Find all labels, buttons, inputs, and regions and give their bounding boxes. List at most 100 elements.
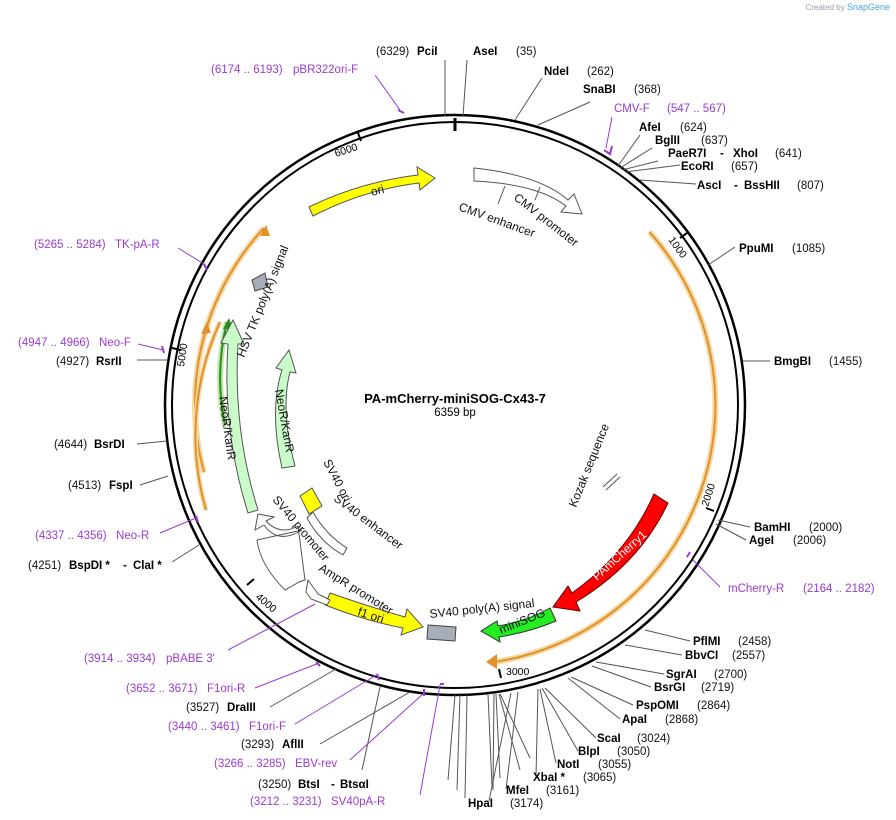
site-connectors: [136, 59, 770, 802]
site-ase-pos: (35): [516, 46, 537, 58]
orf-arc-arrowhead: [486, 654, 497, 669]
primer-f1orif-range: (3440 .. 3461): [168, 721, 240, 733]
site-afe-pos: (624): [680, 122, 707, 134]
site-rsr-pos: (4927): [56, 356, 89, 368]
primer-pbabe-name: pBABE 3': [166, 653, 215, 665]
cmv-connector: [497, 185, 506, 205]
site-sgra-pos: (2700): [714, 669, 747, 681]
site-bspd-pos: (4251): [28, 560, 61, 572]
site-bamh-name: BamHI: [754, 522, 790, 534]
tick-6000: [357, 132, 362, 142]
site-afl-name: AflII: [282, 739, 304, 751]
tick-label-4000: 4000: [253, 591, 279, 615]
primer-pbr322-range: (6174 .. 6193): [211, 64, 283, 76]
site-rsr-name: RsrII: [96, 356, 122, 368]
site-dra-name: DraIII: [227, 702, 256, 714]
site-not-name: NotI: [557, 759, 579, 771]
site-pci-pos: (6329): [376, 46, 409, 58]
neo-orf-arc: [219, 321, 228, 426]
site-btsa-name: BtsαI: [340, 779, 369, 791]
primer-labels: (6174 .. 6193) pBR322ori-F CMV-F (547 ..…: [18, 64, 875, 808]
neo-outer-arrowhead: [201, 322, 211, 334]
site-apa-pos: (2868): [665, 714, 698, 726]
tick-label-3000: 3000: [506, 666, 530, 678]
site-bmgb-name: BmgBI: [774, 356, 811, 368]
kozak-mark-a: [602, 473, 618, 488]
orf-arc-neo-arrowhead: [260, 225, 270, 236]
plasmid-name: PA-mCherry-miniSOG-Cx43-7: [364, 391, 546, 406]
site-bsrg-name: BsrGI: [654, 682, 685, 694]
primer-ebvrev-name: EBV-rev: [295, 758, 337, 770]
plasmid-size: 6359 bp: [434, 407, 476, 419]
site-xho-dash: -: [720, 148, 724, 160]
site-ppum-pos: (1085): [792, 243, 825, 255]
site-dra-pos: (3527): [186, 702, 219, 714]
site-bts-pos: (3250): [258, 779, 291, 791]
cmv-promoter-feature: [473, 167, 583, 215]
primer-sv40par-range: (3212 .. 3231): [250, 796, 322, 808]
primer-pbr322-name: pBR322ori-F: [293, 64, 358, 76]
primer-tkpar-name: TK-pA-R: [115, 239, 160, 251]
primer-f1orir-name: F1ori-R: [207, 683, 245, 695]
tick-4000: [246, 578, 255, 586]
site-sca-pos: (3024): [637, 733, 670, 745]
site-mfe-name: MfeI: [506, 785, 529, 797]
site-hpa-pos: (3174): [510, 798, 543, 810]
restriction-site-labels: (6329) PciI AseI (35) NdeI (262) SnaBI (…: [28, 46, 862, 810]
site-bbvc-pos: (2557): [732, 650, 765, 662]
sv40-polya-feature: [426, 624, 457, 642]
ori-feature: [308, 166, 436, 217]
site-pci-name: PciI: [417, 46, 437, 58]
site-xba-pos: (3065): [583, 772, 616, 784]
pamcherry1-feature: [552, 493, 669, 612]
kozak-label: Kozak sequence: [566, 421, 612, 509]
site-blp-name: BlpI: [578, 746, 600, 758]
ampr-promoter-feature: [305, 578, 331, 606]
site-cla-dash: -: [123, 560, 127, 572]
primer-f1orir-range: (3652 .. 3671): [126, 683, 198, 695]
sv40-enhancer-feature: [306, 511, 348, 556]
credit-created-text: Created by: [805, 3, 845, 12]
site-sca-name: ScaI: [597, 733, 621, 745]
site-bsrg-pos: (2719): [701, 682, 734, 694]
site-ecor-name: EcoRI: [681, 161, 714, 173]
site-fsp-name: FspI: [109, 480, 133, 492]
site-snab-name: SnaBI: [583, 84, 616, 96]
sv40-ori-feature: [299, 487, 323, 515]
hsv-tk-polya-feature: [251, 272, 269, 292]
site-pspom-pos: (2864): [697, 700, 730, 712]
tick-1000: [679, 232, 688, 239]
site-bts-name: BtsI: [298, 779, 320, 791]
site-sgra-name: SgrAI: [666, 669, 697, 681]
primer-neor-name: Neo-R: [116, 530, 149, 542]
primer-neor-range: (4337 .. 4356): [35, 530, 107, 542]
credit-brand: SnapGene: [846, 2, 890, 12]
site-btsa-dash: -: [331, 779, 335, 791]
site-pflm-pos: (2458): [738, 636, 771, 648]
tick-5000: [171, 347, 182, 351]
site-xba-name: XbaI *: [533, 772, 565, 784]
pamcherry1-label: PAmCherry1: [590, 527, 650, 583]
site-blp-pos: (3050): [617, 746, 650, 758]
cmv-connector-2: [534, 186, 541, 201]
site-age-name: AgeI: [749, 535, 774, 547]
primer-cmvf-range: (547 .. 567): [667, 103, 726, 115]
site-bspd-name: BspDI *: [69, 560, 110, 572]
site-ecor-pos: (657): [731, 161, 758, 173]
site-bsshii-dash: -: [734, 180, 738, 192]
site-ppum-name: PpuMI: [739, 243, 774, 255]
neor-inner-feature: [275, 348, 297, 469]
site-xho-name: XhoI: [733, 148, 758, 160]
f1-ori-feature: [324, 592, 424, 636]
site-apa-name: ApaI: [622, 714, 647, 726]
tick-3000: [498, 668, 502, 679]
site-bmgb-pos: (1455): [829, 356, 862, 368]
tick-2000: [705, 507, 715, 512]
site-age-pos: (2006): [793, 535, 826, 547]
site-mfe-pos: (3161): [546, 785, 579, 797]
primer-connectors: [137, 74, 721, 796]
site-bgl-name: BglII: [655, 135, 680, 147]
tick-label-5000: 5000: [175, 342, 190, 367]
snapgene-credit: Created by SnapGene: [806, 2, 890, 12]
